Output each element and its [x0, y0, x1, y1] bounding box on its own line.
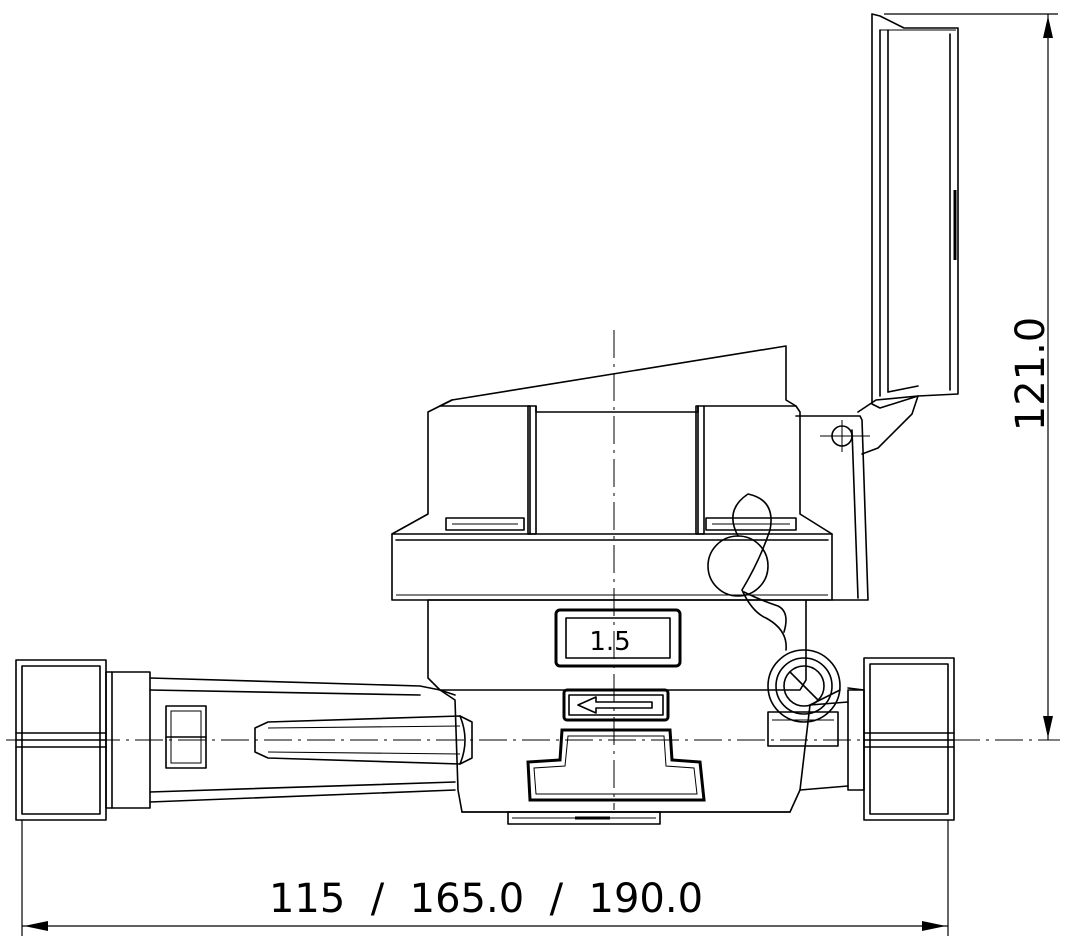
centre-lines	[6, 330, 1060, 810]
badge-label: 1.5	[589, 627, 630, 657]
meter-lid	[871, 13, 959, 409]
nominal-size-badge: 1.5	[554, 608, 682, 668]
lid-hinge	[795, 395, 919, 601]
pipe-body	[149, 677, 849, 825]
height-dimension: 121.0	[884, 13, 1058, 740]
flow-arrow-plate	[562, 688, 670, 722]
check-valve	[767, 649, 865, 747]
height-dimension-label: 121.0	[1008, 317, 1054, 432]
seal-wire	[707, 493, 787, 651]
length-dimension: 115 / 165.0 / 190.0	[21, 820, 949, 936]
length-dimension-label: 115 / 165.0 / 190.0	[269, 876, 703, 922]
right-union-nut	[847, 657, 955, 821]
